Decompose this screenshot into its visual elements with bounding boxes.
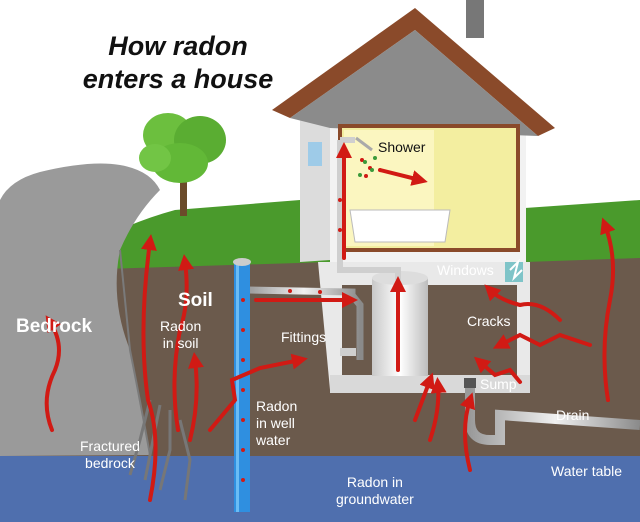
shower-spray <box>355 136 377 177</box>
chimney <box>466 0 484 38</box>
diagram-title: How radon enters a house <box>58 30 298 96</box>
fractured-bedrock-line-1: Fractured <box>80 438 140 454</box>
roof <box>290 30 538 136</box>
drain-pipe <box>465 380 640 445</box>
radon-in-well-water-line-2: in well <box>256 415 295 431</box>
label-bedrock: Bedrock <box>16 316 93 337</box>
label-windows: Windows <box>437 262 494 278</box>
label-fittings: Fittings <box>281 329 327 345</box>
tree-trunk <box>180 168 187 216</box>
radon-in-groundwater-line-2: groundwater <box>336 491 414 507</box>
grass-right <box>525 200 640 262</box>
radon-arrows <box>44 142 616 502</box>
radon-in-well-water-line-1: Radon <box>256 398 298 414</box>
groundwater-layer <box>0 452 640 522</box>
tree-canopy <box>139 113 226 183</box>
radon-in-well-water-line-3: water <box>256 432 291 448</box>
label-sump: Sump <box>480 376 517 392</box>
radon-in-groundwater-line-1: Radon in <box>346 474 403 490</box>
basement-window <box>505 262 523 282</box>
side-window <box>308 142 322 166</box>
radon-in-soil-line-1: Radon <box>160 318 202 334</box>
radon-particles <box>241 158 372 482</box>
bedrock-outcrop <box>0 163 160 456</box>
bedrock-fractures <box>128 399 192 501</box>
title-line-1: How radon <box>108 31 248 61</box>
label-radon-in-soil: Radon in soil <box>160 318 201 352</box>
label-radon-in-well-water: Radon in well water <box>256 398 297 449</box>
fractured-bedrock-line-2: bedrock <box>85 455 135 471</box>
bathtub <box>349 209 451 243</box>
grass-left <box>70 200 330 270</box>
label-water-table: Water table <box>551 463 623 479</box>
radon-in-soil-line-2: in soil <box>162 335 199 351</box>
label-fractured-bedrock: Fractured bedrock <box>80 438 140 472</box>
title-line-2: enters a house <box>82 64 274 94</box>
label-shower: Shower <box>378 139 426 155</box>
label-drain: Drain <box>556 407 590 423</box>
roof-trim <box>272 8 555 136</box>
label-cracks: Cracks <box>467 313 511 329</box>
label-radon-in-groundwater: Radon in groundwater <box>336 474 414 508</box>
basement-interior <box>342 285 517 375</box>
window-glint <box>509 258 523 282</box>
label-soil: Soil <box>178 290 213 311</box>
